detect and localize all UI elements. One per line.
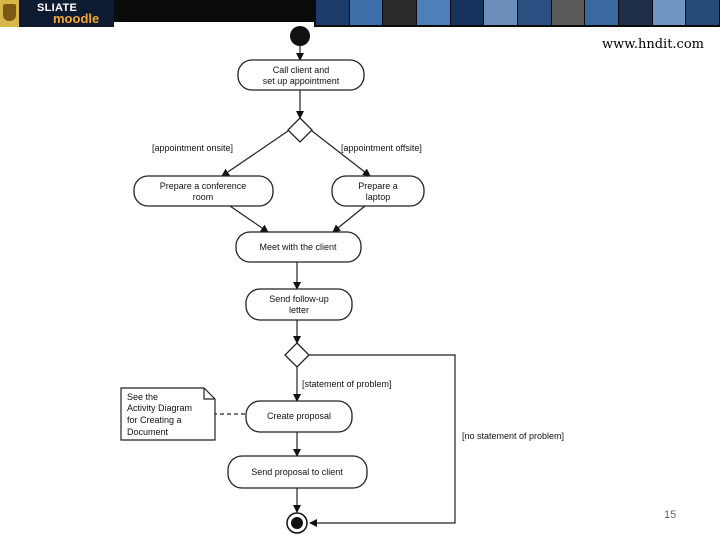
edge-decision-to-laptop <box>311 130 371 177</box>
followup-label-1: Send follow-up <box>269 294 329 304</box>
initial-node <box>290 26 310 46</box>
followup-label-2: letter <box>289 305 309 315</box>
edge-no-statement-bypass <box>309 354 456 527</box>
brand-line1: SLIATE <box>37 2 78 14</box>
send-proposal-label: Send proposal to client <box>251 467 343 477</box>
activity-create-proposal <box>245 400 353 433</box>
guard-statement-of-problem: [statement of problem] <box>302 379 392 389</box>
conf-room-label-1: Prepare a conference <box>160 181 247 191</box>
header-photo-tile <box>686 0 720 25</box>
edge-laptop-to-meet <box>332 205 366 233</box>
brand-line2: moodle <box>53 11 100 26</box>
header-divider <box>114 22 314 27</box>
edge-conf-to-meet <box>229 205 269 233</box>
header-image-strip <box>316 0 720 25</box>
conf-room-label-2: room <box>193 192 214 202</box>
note-line-4: Document <box>127 427 169 437</box>
activity-call-client <box>237 59 365 91</box>
meet-label: Meet with the client <box>259 242 337 252</box>
flow-edges <box>213 46 456 527</box>
header-photo-tile <box>484 0 518 25</box>
note-fold <box>203 388 215 400</box>
activity-prepare-conference-room <box>133 175 274 207</box>
header-photo-tile <box>551 0 585 25</box>
crest-icon <box>3 4 16 21</box>
activity-meet-client <box>235 231 362 263</box>
sliate-moodle-logo: SLIATE moodle <box>19 0 114 27</box>
header-photo-tile <box>316 0 349 25</box>
note-box <box>120 387 216 441</box>
header-photo-tile <box>518 0 551 25</box>
activity-send-proposal <box>227 455 368 489</box>
activity-send-followup <box>245 288 353 321</box>
guard-appointment-offsite: [appointment offsite] <box>341 143 422 153</box>
guard-appointment-onsite: [appointment onsite] <box>152 143 233 153</box>
header-photo-tile <box>383 0 417 25</box>
decision-appointment-location <box>287 117 313 143</box>
institution-logo <box>0 0 19 27</box>
laptop-label-2: laptop <box>366 192 391 202</box>
call-client-label-1: Call client and <box>273 65 330 75</box>
activity-prepare-laptop <box>331 175 425 207</box>
note-line-3: for Creating a <box>127 415 182 425</box>
final-node-inner <box>291 517 303 529</box>
header-photo-tile <box>619 0 652 25</box>
header-photo-tile <box>349 0 383 25</box>
header-photo-tile <box>417 0 450 25</box>
header-photo-tile <box>585 0 619 25</box>
header-photo-tile <box>652 0 686 25</box>
header-banner: SLIATE moodle <box>0 0 720 27</box>
create-proposal-label: Create proposal <box>267 411 331 421</box>
note-line-1: See the <box>127 392 158 402</box>
note-line-2: Activity Diagram <box>127 403 192 413</box>
page-number: 15 <box>664 509 677 521</box>
laptop-label-1: Prepare a <box>358 181 398 191</box>
edge-decision-to-conf <box>221 130 289 177</box>
header-photo-tile <box>450 0 484 25</box>
call-client-label-2: set up appointment <box>263 76 340 86</box>
guard-no-statement-of-problem: [no statement of problem] <box>462 431 564 441</box>
decision-statement-of-problem <box>284 342 310 368</box>
site-url: www.hndit.com <box>602 37 704 52</box>
